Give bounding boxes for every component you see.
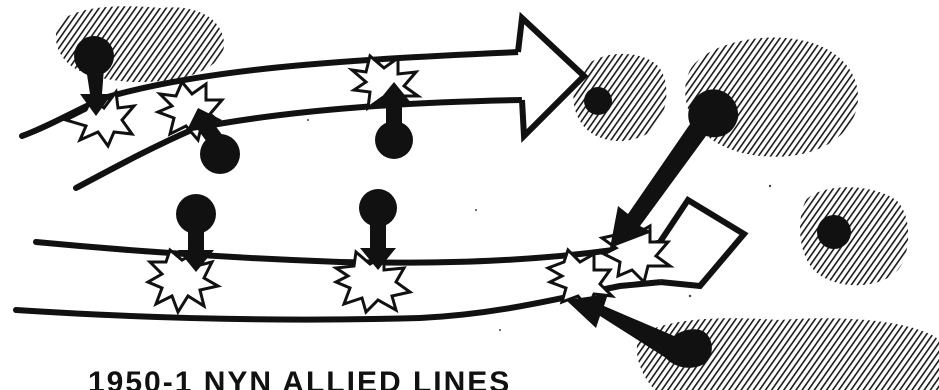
speck	[499, 329, 501, 331]
caption-cutoff: 1950-1 NYN ALLIED LINES	[88, 368, 548, 390]
caption-text: 1950-1 NYN ALLIED LINES	[88, 368, 548, 390]
core-right	[817, 215, 851, 249]
speck	[475, 209, 477, 211]
upper-band-bottom-line	[76, 100, 522, 188]
lower-band-arrowhead	[660, 200, 744, 286]
upper-band-arrowhead	[518, 18, 584, 136]
speck	[307, 119, 309, 121]
speck	[689, 295, 691, 297]
cloud-right	[800, 187, 908, 285]
burst-4	[148, 250, 218, 312]
core-center-right	[584, 87, 612, 115]
speck	[769, 185, 771, 187]
